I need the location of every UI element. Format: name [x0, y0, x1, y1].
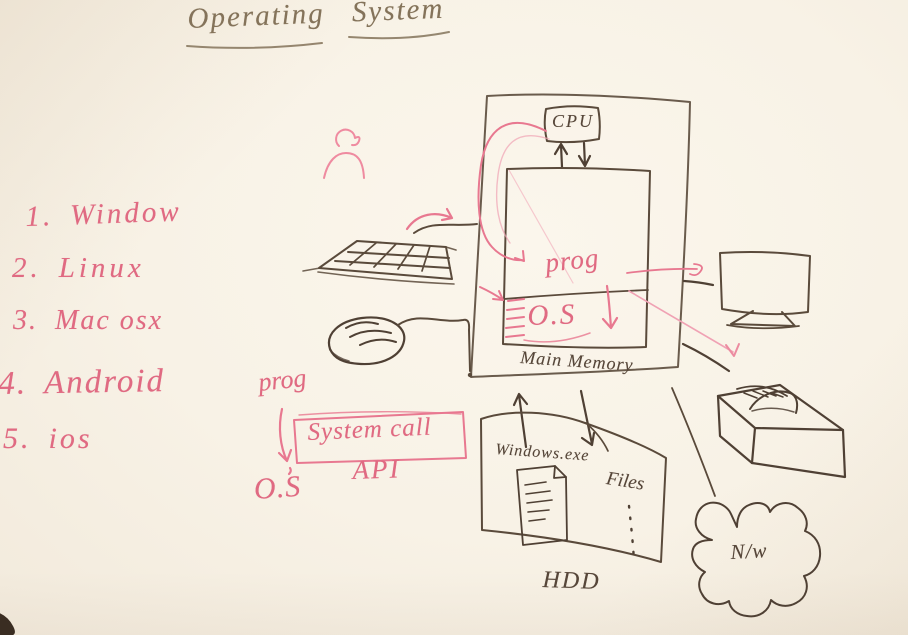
os-list-item-linux: 2. Linux [12, 254, 145, 283]
arrow-prog-to-os [601, 284, 619, 330]
network-cloud-label: N/w [729, 538, 768, 564]
arrow-memory-to-cpu [553, 142, 569, 169]
os-list-item-window: 1. Window [24, 195, 183, 233]
cloud-connector-line [671, 387, 716, 497]
syscall-box-label: System call [306, 413, 433, 446]
list-label: Window [69, 195, 183, 232]
system-call-box [293, 411, 467, 464]
mouse-cable [397, 317, 471, 372]
document-icon [516, 465, 568, 546]
list-number: 2. [12, 252, 42, 284]
arrow-prog-to-printer [628, 290, 740, 357]
arrow-hdd-to-memory [512, 392, 529, 449]
person-icon [323, 128, 365, 179]
monitor-icon [719, 251, 811, 330]
arrow-cpu-to-prog [477, 121, 574, 284]
memory-divider [503, 289, 649, 300]
list-label: Android [43, 363, 166, 402]
arrow-prog-to-monitor [626, 263, 703, 277]
hdd-cylinder-icon [480, 411, 667, 563]
os-list-item-android: 4. Android [0, 363, 166, 402]
monitor-cable-dash [682, 279, 715, 287]
list-label: ios [48, 422, 93, 455]
os-hatch-marks [505, 298, 591, 343]
list-label: Mac osx [55, 305, 164, 336]
keyboard-cable [413, 223, 478, 234]
os-list-item-macosx: 3. Mac osx [13, 307, 163, 335]
memory-prog-label: prog [543, 242, 601, 278]
printer-connector-line [681, 342, 731, 373]
computer-case [467, 93, 691, 378]
memory-os-label: O.S [526, 298, 577, 332]
mouse-icon [327, 316, 406, 366]
arrow-cpu-to-memory [577, 141, 592, 168]
list-number: 4. [0, 365, 28, 402]
list-label: Linux [58, 252, 145, 284]
syscall-os-label: O.S [252, 469, 303, 506]
list-number: 5. [3, 422, 32, 455]
arrow-keyboard-to-computer [405, 207, 454, 231]
list-number: 3. [13, 305, 38, 336]
title-underline [186, 31, 450, 49]
hdd-caption: HDD [542, 567, 601, 596]
syscall-api-label: API [351, 453, 401, 485]
list-number: 1. [24, 200, 54, 233]
corner-blob [0, 613, 15, 635]
arrow-memory-to-hdd [579, 389, 596, 447]
syscall-prog-label: prog [256, 362, 308, 397]
cloud-icon [691, 501, 822, 618]
printer-icon [716, 383, 847, 479]
arrow-syscall-prog-to-os [277, 407, 293, 476]
arrow-into-os [479, 286, 504, 301]
cpu-label: CPU [552, 111, 594, 131]
os-list-item-ios: 5. ios [3, 424, 93, 454]
keyboard-icon [302, 240, 457, 285]
memory-box [502, 166, 651, 349]
